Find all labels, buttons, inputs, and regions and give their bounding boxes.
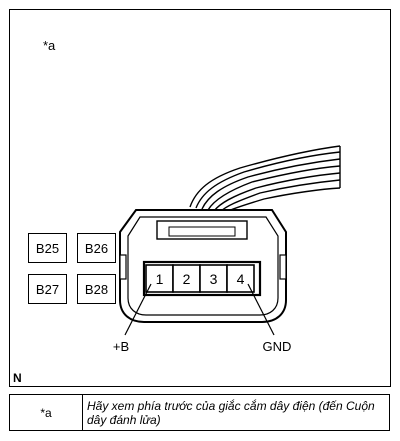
pin-number: 3 [210,271,218,287]
legend-row: *a Hãy xem phía trước của giắc cắm dây đ… [9,394,390,431]
svg-text:B26: B26 [85,241,108,256]
svg-text:B27: B27 [36,282,59,297]
connector-id-b25: B25 [28,233,67,263]
connector-id-b27: B27 [28,274,67,304]
pin-label-gnd: GND [263,339,292,354]
corner-mark: N [13,371,22,385]
pin-number: 1 [156,271,164,287]
connector-id-b26: B26 [77,233,116,263]
pin-cell-2: 2 [172,264,201,293]
connector-id-b28: B28 [77,274,116,304]
pin-label-plus-b: +B [113,339,129,354]
pin-number: 2 [183,271,191,287]
legend-table: *a Hãy xem phía trước của giắc cắm dây đ… [9,394,390,431]
pin-cell-3: 3 [199,264,228,293]
pin-cell-1: 1 [145,264,174,293]
svg-text:B28: B28 [85,282,108,297]
diagram-frame [9,9,391,387]
legend-key: *a [9,394,83,431]
svg-text:B25: B25 [36,241,59,256]
leader-line-plus-b [124,283,152,336]
callout-label: *a [43,38,56,53]
wire-harness [189,145,341,213]
pin-number: 4 [237,271,245,287]
legend-text: Hãy xem phía trước của giắc cắm dây điện… [82,394,390,431]
leader-line-gnd [247,283,275,336]
